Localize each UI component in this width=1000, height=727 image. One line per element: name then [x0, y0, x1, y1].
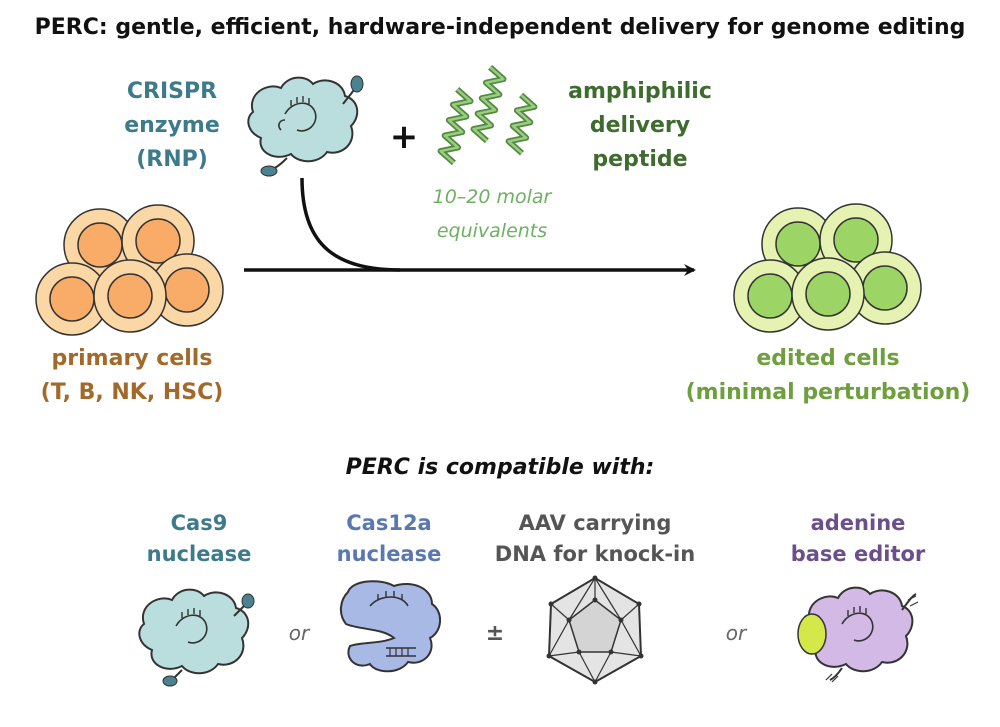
- rnp-label-line3: (RNP): [136, 147, 208, 172]
- primary-cells-icon: [35, 204, 224, 336]
- edited-cells-icon: [733, 203, 922, 333]
- edited-cells-label: edited cells (minimal perturbation): [686, 346, 971, 405]
- molar-ratio-line2: equivalents: [437, 220, 547, 242]
- molar-ratio-line1: 10–20 molar: [433, 186, 553, 208]
- compatible-heading: PERC is compatible with:: [346, 455, 655, 480]
- delivery-arrow: [244, 177, 696, 276]
- or-separator-1: or: [289, 621, 311, 645]
- plus-minus-sign: ±: [486, 621, 504, 646]
- molar-ratio-label: 10–20 molar equivalents: [433, 186, 553, 242]
- cas9-enzyme-icon: [138, 588, 255, 687]
- aav-line2: DNA for knock-in: [495, 542, 695, 566]
- peptide-label-line3: peptide: [592, 147, 687, 172]
- edited-cells-line2: (minimal perturbation): [686, 380, 971, 405]
- primary-cells-line1: primary cells: [52, 346, 213, 371]
- cas12a-label: Cas12a nuclease: [337, 511, 442, 566]
- rnp-label-line2: enzyme: [124, 113, 220, 138]
- page-title: PERC: gentle, efficient, hardware-indepe…: [35, 15, 966, 40]
- rnp-enzyme-icon: [247, 75, 364, 177]
- peptide-helix-icon: [437, 64, 538, 166]
- aav-capsid-icon: [546, 575, 644, 685]
- plus-sign: +: [390, 117, 419, 157]
- abe-label: adenine base editor: [791, 511, 926, 566]
- rnp-label-line1: CRISPR: [127, 79, 217, 104]
- cas12a-line2: nuclease: [337, 542, 442, 566]
- rnp-label: CRISPR enzyme (RNP): [124, 79, 220, 172]
- peptide-label-line1: amphiphilic: [568, 79, 712, 104]
- aav-line1: AAV carrying: [519, 511, 672, 535]
- aav-label: AAV carrying DNA for knock-in: [495, 511, 695, 566]
- abe-line2: base editor: [791, 542, 926, 566]
- or-separator-2: or: [726, 621, 748, 645]
- peptide-label: amphiphilic delivery peptide: [568, 79, 712, 172]
- primary-cells-label: primary cells (T, B, NK, HSC): [41, 346, 224, 405]
- primary-cells-line2: (T, B, NK, HSC): [41, 380, 224, 405]
- cas9-line1: Cas9: [171, 511, 228, 535]
- cas12a-enzyme-icon: [340, 580, 441, 673]
- cas12a-line1: Cas12a: [346, 511, 431, 535]
- edited-cells-line1: edited cells: [756, 346, 899, 371]
- cas9-line2: nuclease: [147, 542, 252, 566]
- peptide-label-line2: delivery: [590, 113, 690, 138]
- abe-line1: adenine: [811, 511, 906, 535]
- base-editor-icon: [797, 586, 919, 683]
- cas9-label: Cas9 nuclease: [147, 511, 252, 566]
